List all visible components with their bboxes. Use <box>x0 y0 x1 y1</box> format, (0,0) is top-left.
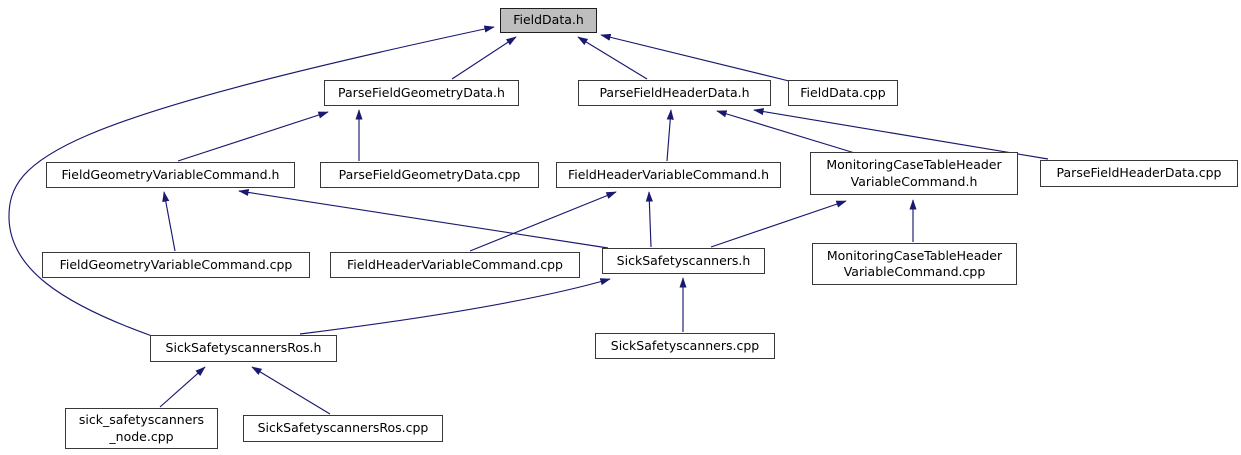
graph-node-FieldGeometryVariableCommand.cpp[interactable]: FieldGeometryVariableCommand.cpp <box>42 252 310 278</box>
edge-FieldData_cpp-to-FieldData_h <box>600 33 790 82</box>
edge-ParseFieldHeaderData_cpp-to-ParseFieldHeaderData_h <box>753 108 1049 160</box>
graph-node-ParseFieldHeaderData.h[interactable]: ParseFieldHeaderData.h <box>578 80 771 106</box>
edge-FieldHeaderVariableCommand_cpp-to-FieldHeaderVariableCommand_h <box>469 191 617 252</box>
graph-node-SickSafetyscannersRos.h[interactable]: SickSafetyscannersRos.h <box>150 335 337 362</box>
edge-SickSafetyscanners_h-to-FieldGeometryVariableCommand_h <box>238 188 609 249</box>
include-edges <box>8 25 1049 415</box>
edge-ParseFieldGeometryData_h-to-FieldData_h <box>451 36 517 80</box>
edge-FieldHeaderVariableCommand_h-to-ParseFieldHeaderData_h <box>666 109 674 162</box>
graph-node-ParseFieldGeometryData.cpp[interactable]: ParseFieldGeometryData.cpp <box>320 162 539 188</box>
graph-node-SickSafetyscannersRos.cpp[interactable]: SickSafetyscannersRos.cpp <box>243 415 443 442</box>
edge-SickSafetyscannersRos_cpp-to-SickSafetyscannersRos_h <box>251 366 331 415</box>
graph-node-SickSafetyscanners.cpp[interactable]: SickSafetyscanners.cpp <box>595 333 775 359</box>
graph-node-FieldGeometryVariableCommand.h[interactable]: FieldGeometryVariableCommand.h <box>46 162 295 188</box>
graph-node-SickSafetyscanners.h[interactable]: SickSafetyscanners.h <box>602 248 765 274</box>
edge-SickSafetyscannersRos_h-to-SickSafetyscanners_h <box>299 278 611 335</box>
graph-node-sick_safetyscanners_node.cpp[interactable]: sick_safetyscanners _node.cpp <box>65 408 218 449</box>
edge-ParseFieldHeaderData_h-to-FieldData_h <box>577 36 648 80</box>
graph-node-ParseFieldHeaderData.cpp[interactable]: ParseFieldHeaderData.cpp <box>1040 160 1238 187</box>
edge-FieldGeometryVariableCommand_h-to-ParseFieldGeometryData_h <box>177 111 329 162</box>
graph-node-FieldHeaderVariableCommand.h[interactable]: FieldHeaderVariableCommand.h <box>556 162 781 188</box>
graph-node-MonitoringCaseTableHeaderVariableCommand.h[interactable]: MonitoringCaseTableHeader VariableComman… <box>810 152 1018 195</box>
graph-node-FieldData.cpp[interactable]: FieldData.cpp <box>788 80 898 106</box>
edge-FieldGeometryVariableCommand_cpp-to-FieldGeometryVariableCommand_h <box>162 191 176 252</box>
edge-SickSafetyscannersRos_h-to-FieldData_h <box>8 25 495 337</box>
graph-node-FieldHeaderVariableCommand.cpp[interactable]: FieldHeaderVariableCommand.cpp <box>330 252 580 278</box>
edge-SickSafetyscanners_h-to-MonitoringCaseTableHeaderVariableCommand_h <box>710 200 847 248</box>
edge-MonitoringCaseTableHeaderVariableCommand_h-to-ParseFieldHeaderData_h <box>716 110 859 155</box>
edge-SickSafetyscanners_h-to-FieldHeaderVariableCommand_h <box>645 191 653 248</box>
graph-node-ParseFieldGeometryData.h[interactable]: ParseFieldGeometryData.h <box>324 80 519 106</box>
graph-node-FieldData.h: FieldData.h <box>500 8 597 33</box>
graph-node-MonitoringCaseTableHeaderVariableCommand.cpp[interactable]: MonitoringCaseTableHeader VariableComman… <box>812 243 1017 285</box>
edge-sick_safetyscanners_node_cpp-to-SickSafetyscannersRos_h <box>159 366 206 408</box>
